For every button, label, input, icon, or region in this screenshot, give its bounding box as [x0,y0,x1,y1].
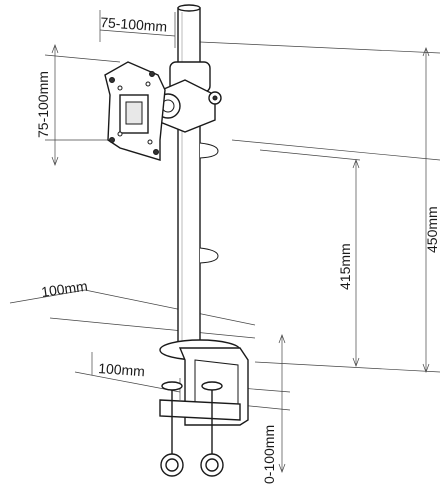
clamp-width-label: 100mm [98,360,146,379]
vesa-plate [104,61,166,161]
pole-height-label: 415mm [337,243,353,290]
overall-height-label: 450mm [424,206,440,253]
vesa-width-label: 75-100mm [100,14,168,35]
tilt-head [149,61,222,133]
base-depth-label: 100mm [40,278,88,300]
desk-clamp [159,339,249,477]
clamp-range-label: 0-100mm [261,425,277,484]
support-pole [177,4,219,349]
dimension-lines [9,10,441,473]
vesa-height-label: 75-100mm [35,71,51,138]
